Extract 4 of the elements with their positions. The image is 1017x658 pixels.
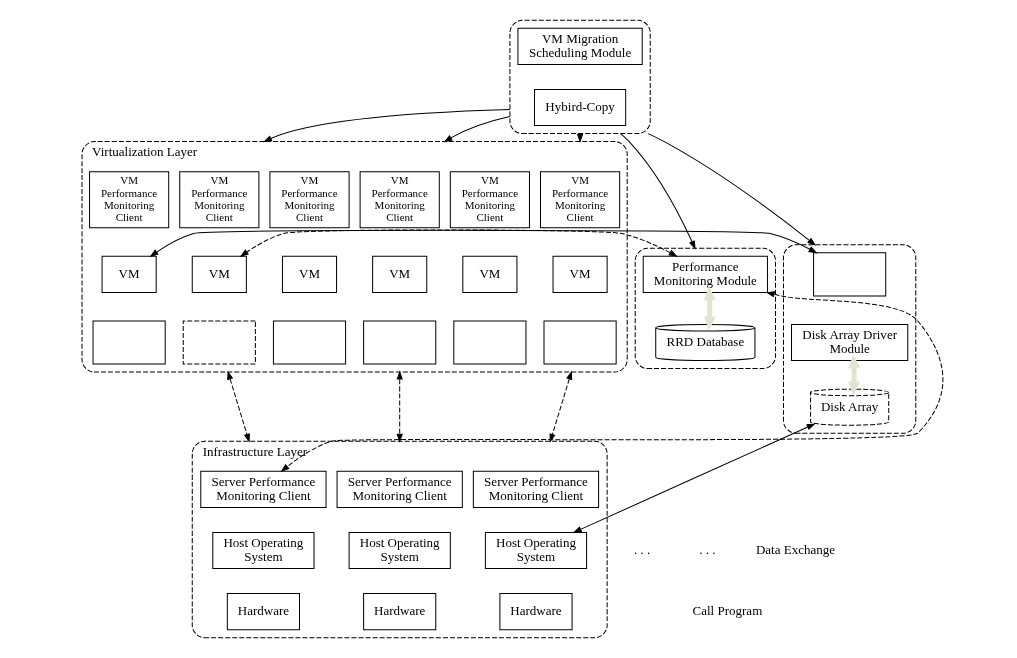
legend-label: Data Exchange <box>755 541 836 557</box>
legend-label: Call Program <box>692 603 763 618</box>
label: . . . <box>634 541 651 557</box>
label: . . . <box>699 541 716 557</box>
